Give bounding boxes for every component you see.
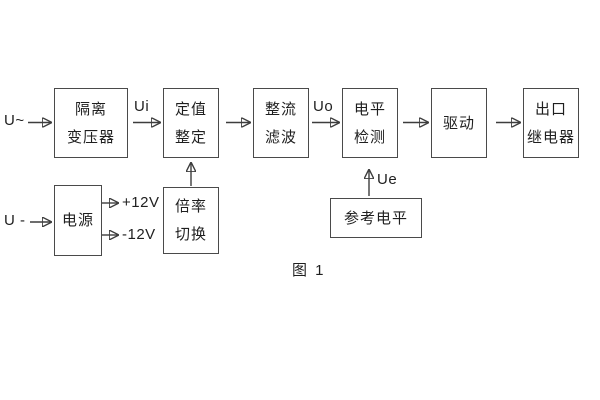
label-minus-12v: -12V: [122, 226, 156, 243]
block-power-supply-label: 电源: [61, 212, 94, 229]
block-value-setting: 定值 整定: [163, 88, 219, 158]
block-multiplier-switch-line1: 倍率: [174, 198, 207, 215]
block-power-supply: 电源: [54, 185, 102, 256]
block-outlet-relay-line2: 继电器: [526, 128, 575, 146]
figure-caption: 图 1: [292, 262, 326, 279]
block-isolation-transformer: 隔离 变压器: [54, 88, 128, 158]
block-level-detect: 电平 检测: [342, 88, 398, 158]
block-rectify-filter: 整流 滤波: [253, 88, 309, 158]
block-level-detect-line1: 电平: [353, 100, 386, 118]
label-signal-ue: Ue: [377, 171, 398, 188]
label-input-ac: U~: [4, 112, 25, 129]
block-rectify-filter-line1: 整流: [264, 100, 297, 118]
block-level-detect-line2: 检测: [353, 128, 386, 146]
block-value-setting-line2: 整定: [174, 128, 207, 146]
block-rectify-filter-line2: 滤波: [264, 128, 297, 146]
block-isolation-transformer-line2: 变压器: [66, 128, 115, 146]
block-multiplier-switch-line2: 切换: [174, 226, 207, 243]
label-signal-ui: Ui: [134, 98, 150, 115]
block-reference-level: 参考电平: [330, 198, 422, 238]
block-reference-level-label: 参考电平: [343, 209, 408, 227]
label-input-dc: U -: [4, 212, 26, 229]
block-outlet-relay-line1: 出口: [534, 100, 567, 118]
block-value-setting-line1: 定值: [174, 100, 207, 118]
label-signal-uo: Uo: [313, 98, 334, 115]
block-isolation-transformer-line1: 隔离: [74, 100, 107, 118]
label-plus-12v: +12V: [122, 194, 160, 211]
block-drive: 驱动: [431, 88, 487, 158]
block-drive-label: 驱动: [442, 114, 475, 132]
block-outlet-relay: 出口 继电器: [523, 88, 579, 158]
block-multiplier-switch: 倍率 切换: [163, 187, 219, 254]
